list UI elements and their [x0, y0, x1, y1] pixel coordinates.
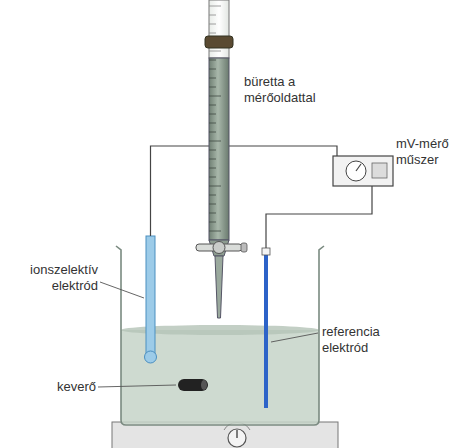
reference-electrode [262, 248, 270, 408]
electrode-label: referencia elektród [322, 324, 402, 356]
graduation-mark [209, 114, 216, 115]
graduation-mark [209, 87, 216, 88]
graduation-mark [209, 150, 216, 151]
burette-label: büretta a mérőoldattal [244, 74, 334, 106]
graduation-mark [209, 195, 216, 196]
stir-bar [178, 379, 208, 391]
graduation-mark [209, 24, 216, 25]
graduation-mark [209, 105, 216, 106]
beaker [116, 246, 324, 425]
stirrer-plate [112, 422, 338, 448]
leader-line [98, 282, 318, 387]
graduation-mark [209, 15, 216, 16]
graduation-mark [209, 6, 221, 7]
graduation-mark [209, 78, 216, 79]
electrode-label: ionszelektív elektród [8, 262, 98, 294]
graduation-mark [209, 69, 216, 70]
graduation-mark [209, 213, 216, 214]
graduation-mark [209, 33, 216, 34]
mv-meter [333, 156, 393, 186]
graduation-mark [209, 60, 216, 61]
graduation-mark [209, 222, 216, 223]
graduation-mark [209, 132, 216, 133]
graduation-mark [209, 204, 216, 205]
graduation-mark [209, 177, 216, 178]
meter-label: mV-mérő műszer [396, 136, 450, 168]
graduation-mark [209, 96, 221, 97]
graduation-mark [209, 123, 216, 124]
graduation-mark [209, 168, 216, 169]
graduation-mark [209, 141, 221, 142]
graduation-mark [209, 51, 221, 52]
ion-selective-electrode [145, 236, 157, 363]
burette [196, 0, 247, 318]
graduation-mark [209, 159, 216, 160]
graduation-mark [209, 231, 221, 232]
stirrer-label: keverő [44, 379, 96, 395]
graduation-mark [209, 186, 221, 187]
